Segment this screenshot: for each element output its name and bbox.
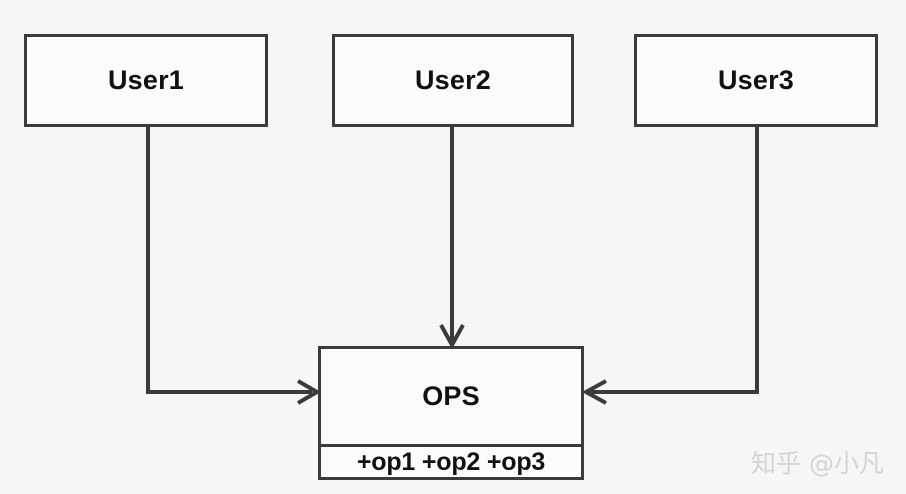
edge-user3-to-ops [581, 127, 759, 405]
node-user2[interactable]: User2 [332, 34, 574, 127]
edge-user3-to-ops-path [590, 127, 759, 394]
node-ops-operations: +op1 +op2 +op3 [321, 444, 581, 477]
node-ops-label: OPS [422, 381, 480, 411]
node-user2-label: User2 [414, 65, 492, 95]
edge-user1-to-ops-arrowhead [296, 379, 321, 405]
edge-user2-to-ops-arrowhead [439, 324, 465, 350]
edge-user3-to-ops-arrowhead [581, 379, 607, 405]
node-ops[interactable]: OPS +op1 +op2 +op3 [318, 346, 584, 480]
node-user1-label: User1 [107, 65, 185, 95]
node-user3-label: User3 [717, 65, 795, 95]
watermark-text: 知乎 @小凡 [751, 449, 884, 478]
edge-user1-to-ops [146, 127, 321, 405]
node-user3[interactable]: User3 [634, 34, 878, 127]
edge-user1-to-ops-path [146, 127, 312, 394]
edge-user2-to-ops [439, 127, 465, 350]
node-user1[interactable]: User1 [24, 34, 268, 127]
